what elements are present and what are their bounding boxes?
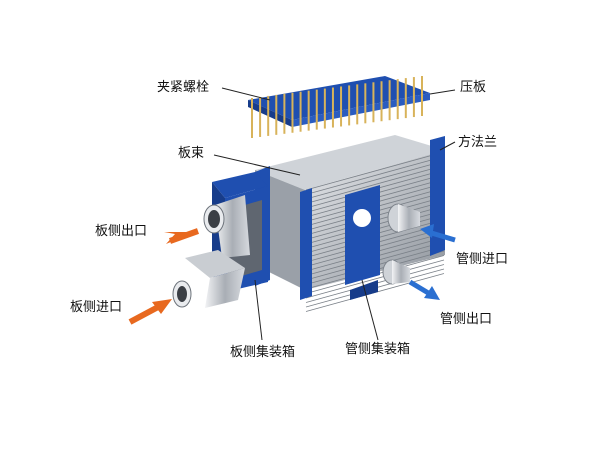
plate-side-header-lower [172, 250, 245, 308]
fin-line [305, 151, 445, 191]
clamping-bolts [251, 76, 423, 138]
tube-side-outlet-arrow [408, 279, 440, 300]
plate-side-outlet-arrow [164, 228, 200, 244]
fin-line [305, 156, 445, 195]
label-plate-side-inlet: 板侧进口 [70, 300, 123, 315]
fin-line [305, 160, 445, 200]
label-plate-side-outlet: 板侧出口 [95, 224, 148, 239]
pressure-plate [248, 76, 430, 138]
label-tube-side-outlet: 管侧出口 [440, 312, 493, 327]
tube-side-inlet-nozzle [387, 203, 420, 233]
tube-side-outlet-nozzle [382, 259, 410, 285]
leader-lines [213, 87, 456, 341]
label-plate-side-header: 板侧集装箱 [230, 345, 296, 360]
plate-side-inlet-arrow [128, 299, 172, 325]
tube-side-header [345, 185, 380, 300]
fin-line [305, 259, 445, 299]
fin-line [305, 165, 445, 204]
label-tube-side-header: 管侧集装箱 [345, 342, 411, 357]
label-square-flange: 方法兰 [458, 135, 498, 150]
label-plate-bundle: 板束 [178, 146, 205, 161]
label-clamping-bolts: 夹紧螺栓 [157, 80, 210, 95]
label-pressure-plate: 压板 [460, 80, 487, 95]
label-tube-side-inlet: 管侧进口 [456, 252, 509, 267]
tube-side-inlet-arrow [420, 224, 456, 243]
